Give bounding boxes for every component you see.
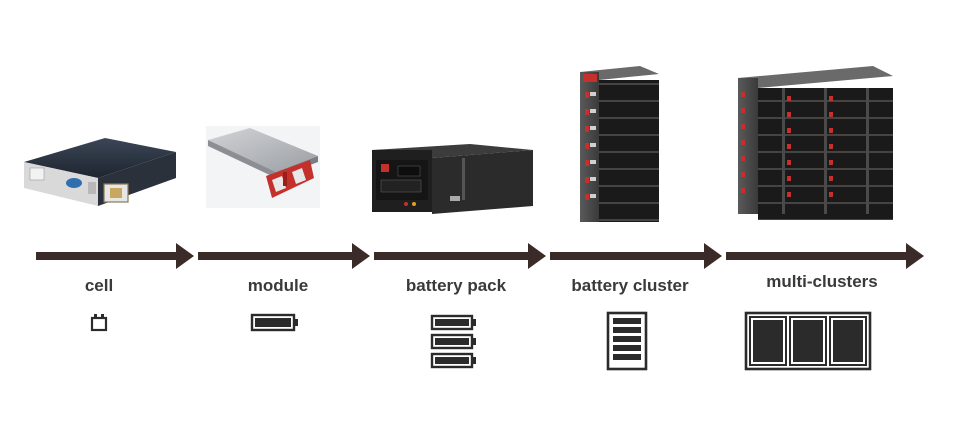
arrow-2 <box>198 243 370 269</box>
arrow-1 <box>36 243 194 269</box>
arrow-4 <box>550 243 722 269</box>
process-arrows <box>36 243 924 269</box>
arrow-5 <box>726 243 924 269</box>
stage-label-multi-clusters: multi-clusters <box>766 272 878 291</box>
module-photo <box>206 126 320 208</box>
arrow-3 <box>374 243 546 269</box>
stage-label-battery-cluster: battery cluster <box>571 276 689 295</box>
battery-pack-photo <box>372 144 533 214</box>
battery-pack-icon <box>430 314 476 369</box>
battery-cluster-photo <box>580 66 659 222</box>
stage-label-battery-pack: battery pack <box>405 276 507 295</box>
stage-label-module: module <box>247 276 309 295</box>
multi-clusters-icon <box>744 311 872 371</box>
cell-photo <box>24 138 176 206</box>
battery-cell-icon <box>90 314 108 332</box>
battery-module-icon <box>250 313 298 332</box>
multi-clusters-photo <box>738 66 893 220</box>
battery-cluster-icon <box>606 311 648 371</box>
stage-label-cell: cell <box>84 276 114 295</box>
